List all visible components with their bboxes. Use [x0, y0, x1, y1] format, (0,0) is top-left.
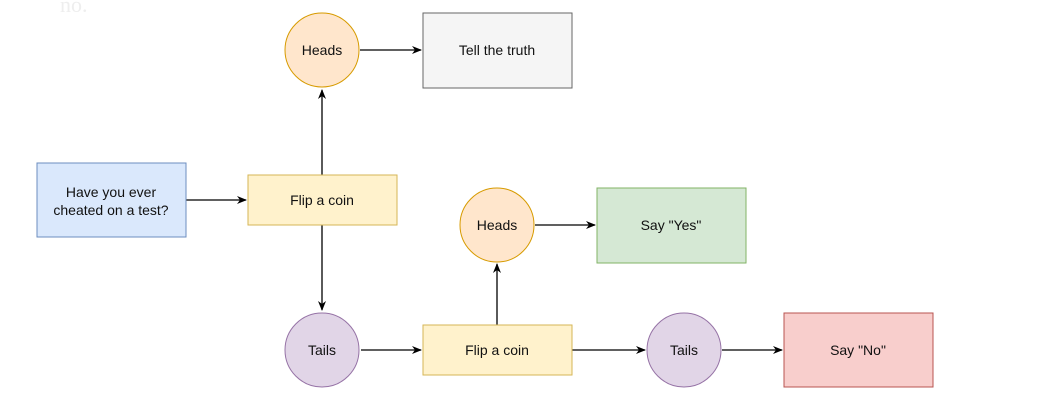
question-label-line1: Have you ever: [66, 184, 157, 200]
yes-box: [596, 187, 747, 264]
heads-label-1: Heads: [302, 42, 342, 58]
flip-coin-node-2: Flip a coin: [422, 324, 573, 376]
tails-circle-2: [646, 312, 722, 388]
flip-coin-label-1: Flip a coin: [290, 192, 354, 208]
heads-label-2: Heads: [477, 217, 517, 233]
flip-coin-box-2: [422, 324, 573, 376]
question-node: Have you ever cheated on a test?: [36, 162, 187, 238]
heads-node-1: Heads: [284, 12, 360, 88]
no-box: [783, 312, 934, 388]
truth-node: Tell the truth: [422, 12, 573, 89]
tails-label-1: Tails: [308, 342, 336, 358]
background-text: no.: [60, 0, 88, 17]
no-label: Say "No": [830, 342, 886, 358]
tails-node-1: Tails: [284, 312, 360, 388]
flip-coin-node-1: Flip a coin: [247, 174, 398, 226]
question-box: [36, 162, 187, 238]
tails-node-2: Tails: [646, 312, 722, 388]
flip-coin-label-2: Flip a coin: [465, 342, 529, 358]
flip-coin-box-1: [247, 174, 398, 226]
yes-label: Say "Yes": [641, 217, 702, 233]
question-label-line2: cheated on a test?: [53, 202, 168, 218]
no-node: Say "No": [783, 312, 934, 388]
heads-circle-1: [284, 12, 360, 88]
tails-label-2: Tails: [670, 342, 698, 358]
heads-circle-2: [459, 187, 535, 263]
yes-node: Say "Yes": [596, 187, 747, 264]
truth-box: [422, 12, 573, 89]
tails-circle-1: [284, 312, 360, 388]
truth-label: Tell the truth: [459, 42, 535, 58]
heads-node-2: Heads: [459, 187, 535, 263]
